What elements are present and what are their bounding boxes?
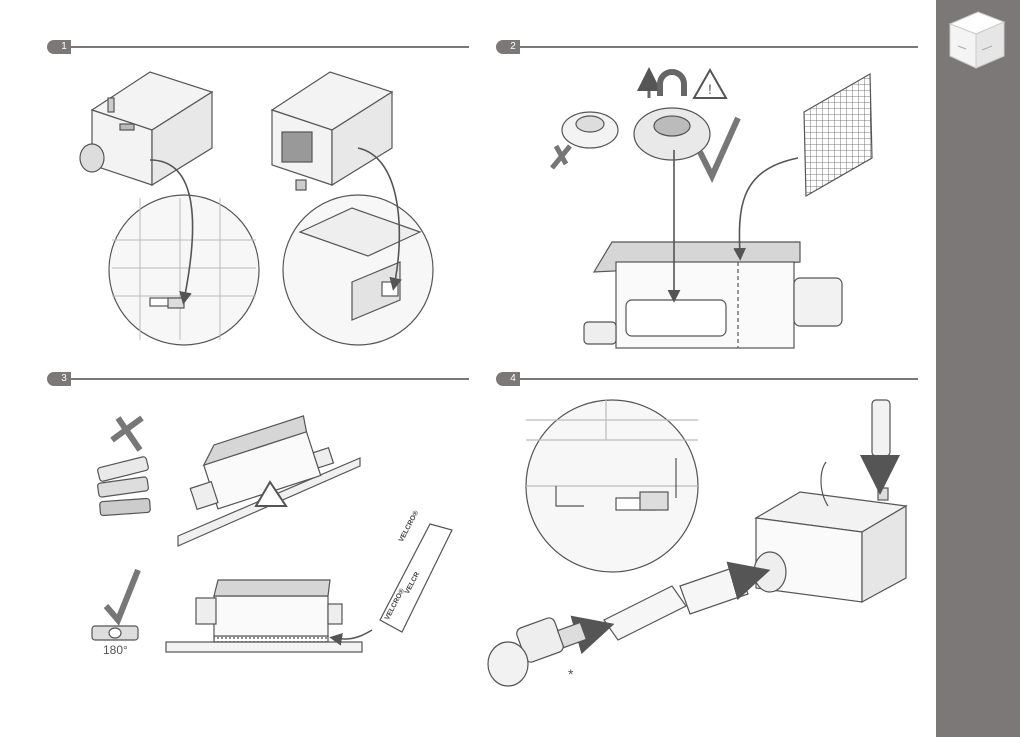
step-4-illustration bbox=[488, 400, 906, 686]
detail-circle-a bbox=[109, 195, 259, 345]
filter-mesh bbox=[804, 74, 872, 196]
step-1-illustration bbox=[80, 72, 433, 345]
wrong-cross-icon bbox=[552, 146, 570, 168]
svg-text:!: ! bbox=[708, 81, 712, 97]
footnote-asterisk: * bbox=[568, 666, 573, 682]
sidebar-panel bbox=[936, 0, 1020, 737]
package-box-icon bbox=[936, 0, 1020, 80]
pump-unit-a bbox=[80, 72, 212, 185]
instruction-illustrations: ! bbox=[0, 0, 936, 737]
step-2-illustration: ! bbox=[552, 70, 872, 348]
rotation-angle-label: 180° bbox=[103, 643, 128, 657]
magnet-icon bbox=[660, 72, 684, 96]
wrong-cross-icon-2 bbox=[112, 418, 142, 450]
check-mark-icon-2 bbox=[106, 570, 138, 620]
pump-unit-b bbox=[272, 72, 392, 190]
step-3-illustration bbox=[92, 412, 452, 652]
